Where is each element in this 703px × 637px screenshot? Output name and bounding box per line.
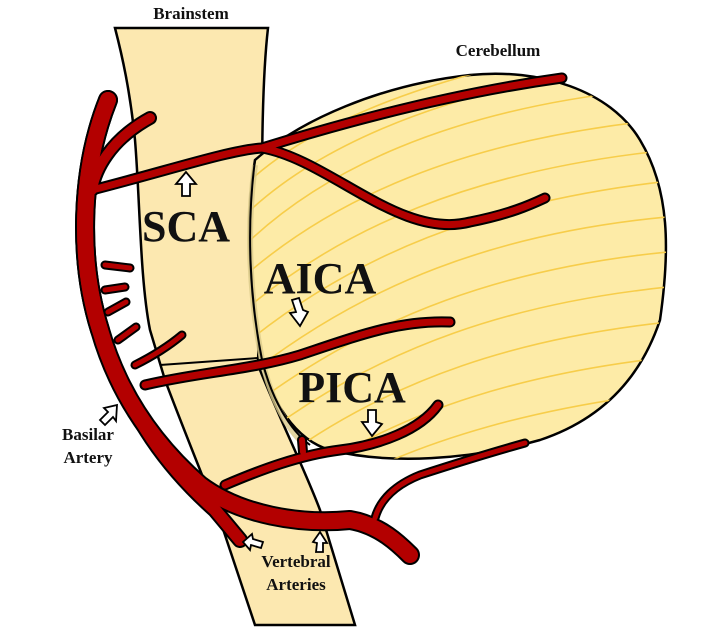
label-vertebral-2: Arteries [266,575,326,594]
aica-artery [141,318,454,389]
basilar-arrow-icon [98,403,118,427]
label-brainstem: Brainstem [153,4,229,23]
sca-arrow-icon [174,170,198,197]
vertebral-left-arrow-icon [241,532,265,552]
pontine-branch [102,262,133,271]
arteries [75,72,568,565]
vertebral-artery-left [94,324,246,546]
label-cerebellum: Cerebellum [456,41,541,60]
pca-branch [87,113,155,195]
label-basilar-1: Basilar [62,425,114,444]
label-basilar-2: Artery [63,448,113,467]
pontine-branch [115,324,139,343]
label-vertebral-1: Vertebral [261,552,331,571]
pontine-branch [102,284,128,293]
label-sca: SCA [142,202,230,251]
pica-artery [221,401,442,489]
pontine-branch [132,332,185,368]
label-pica: PICA [298,363,406,412]
aica-arrow-icon [288,296,310,328]
vertebral-right-arrow-icon [311,530,329,553]
pica-distal-branch [372,440,528,521]
sca-lower-branch [258,144,549,228]
label-aica: AICA [264,254,377,303]
arrows [98,170,384,553]
pica-arrow-icon [360,409,384,438]
pontine-branch [105,299,129,315]
sca-artery [88,74,566,194]
